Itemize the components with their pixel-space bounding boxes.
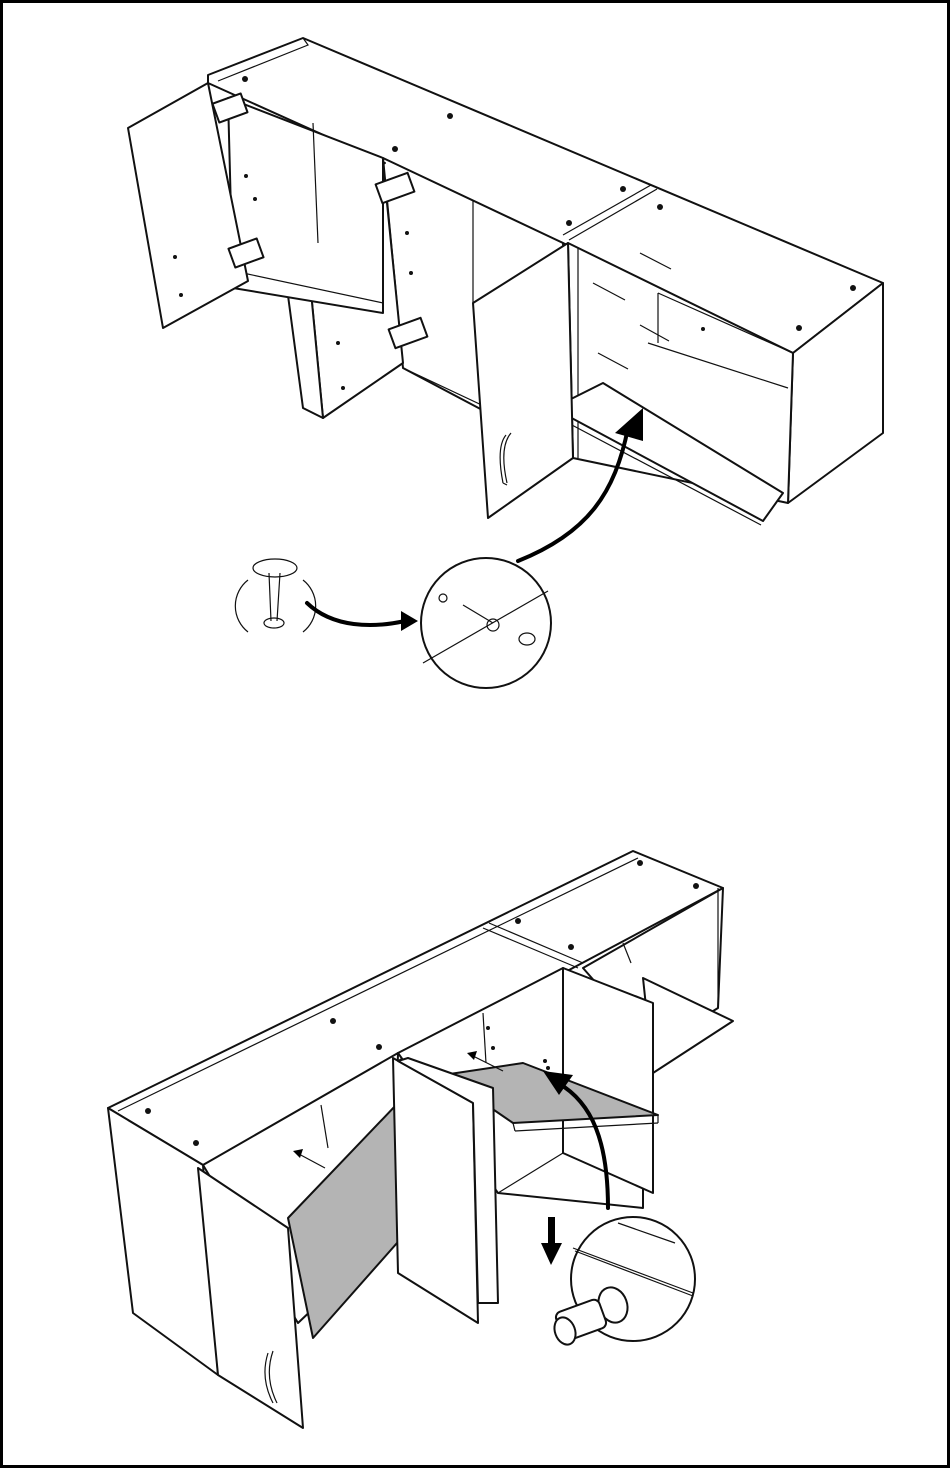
step-1-cabinet-assembly [128,38,883,561]
middle-right-door-2 [563,968,653,1193]
push-down-arrow-icon [541,1217,562,1265]
assembly-diagram [3,3,947,1465]
cam-lock-icon [235,559,418,632]
shelf-pin-icon [551,1217,695,1348]
screw-detail-icon [421,558,551,688]
